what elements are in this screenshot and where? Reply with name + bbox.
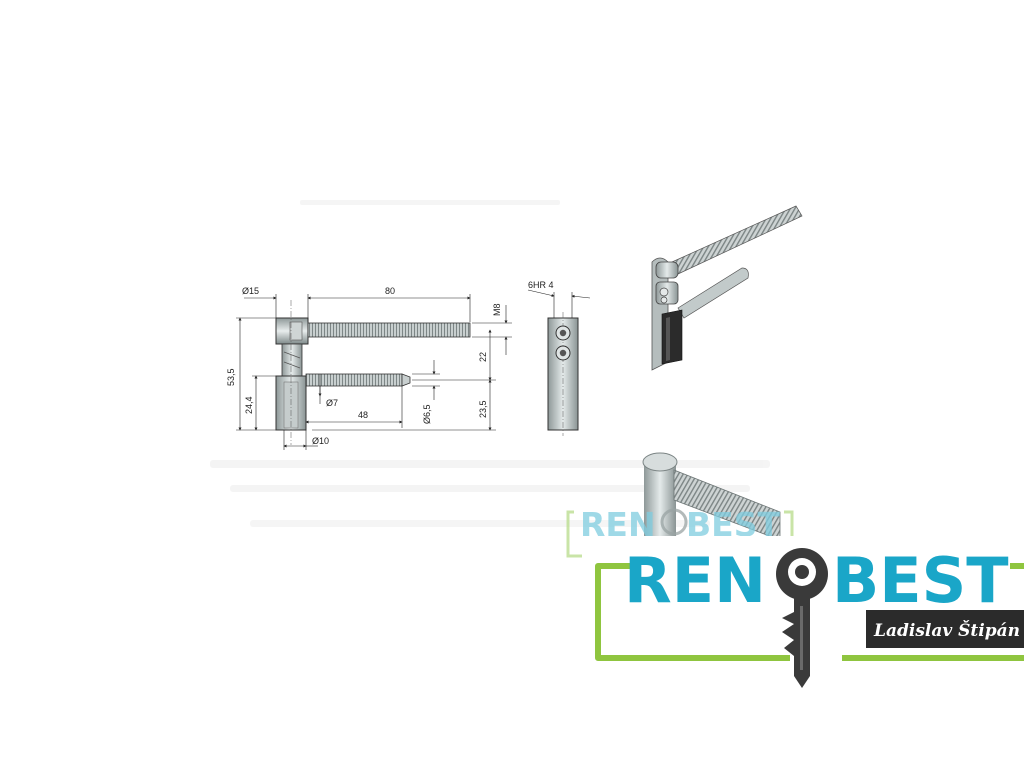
hinge-front-view — [527, 289, 591, 436]
hinge-3d-render — [651, 205, 803, 371]
logo-frame-left — [595, 563, 790, 661]
dimension-lines — [236, 294, 512, 450]
dim-d6-5: Ø6,5 — [422, 404, 432, 424]
logo-brand-best: BEST — [832, 544, 1009, 617]
hinge-side-view — [275, 300, 471, 445]
dim-23-5: 23,5 — [478, 400, 488, 418]
logo-owner-name: Ladislav Štipán — [873, 620, 1020, 641]
dim-53-5: 53,5 — [226, 368, 236, 386]
dim-d15: Ø15 — [242, 286, 259, 296]
dim-m8: M8 — [492, 303, 502, 316]
dim-48: 48 — [358, 410, 368, 420]
renobest-logo: REN BEST REN BEST Ladislav Štipán — [566, 505, 1024, 688]
dim-80: 80 — [385, 286, 395, 296]
dim-6hr4: 6HR 4 — [528, 280, 554, 290]
dim-24-4: 24,4 — [244, 396, 254, 414]
owner-band — [866, 610, 1024, 648]
key-icon — [776, 548, 828, 688]
hinge-photo-closeup — [642, 452, 781, 541]
dim-d10: Ø10 — [312, 436, 329, 446]
watermark — [210, 200, 770, 527]
logo-brand-ren: REN — [624, 544, 766, 617]
dim-d7: Ø7 — [326, 398, 338, 408]
dim-22: 22 — [478, 352, 488, 362]
dimension-labels: Ø15 80 M8 53,5 22 24,4 Ø7 48 Ø6,5 23,5 Ø… — [226, 280, 554, 446]
